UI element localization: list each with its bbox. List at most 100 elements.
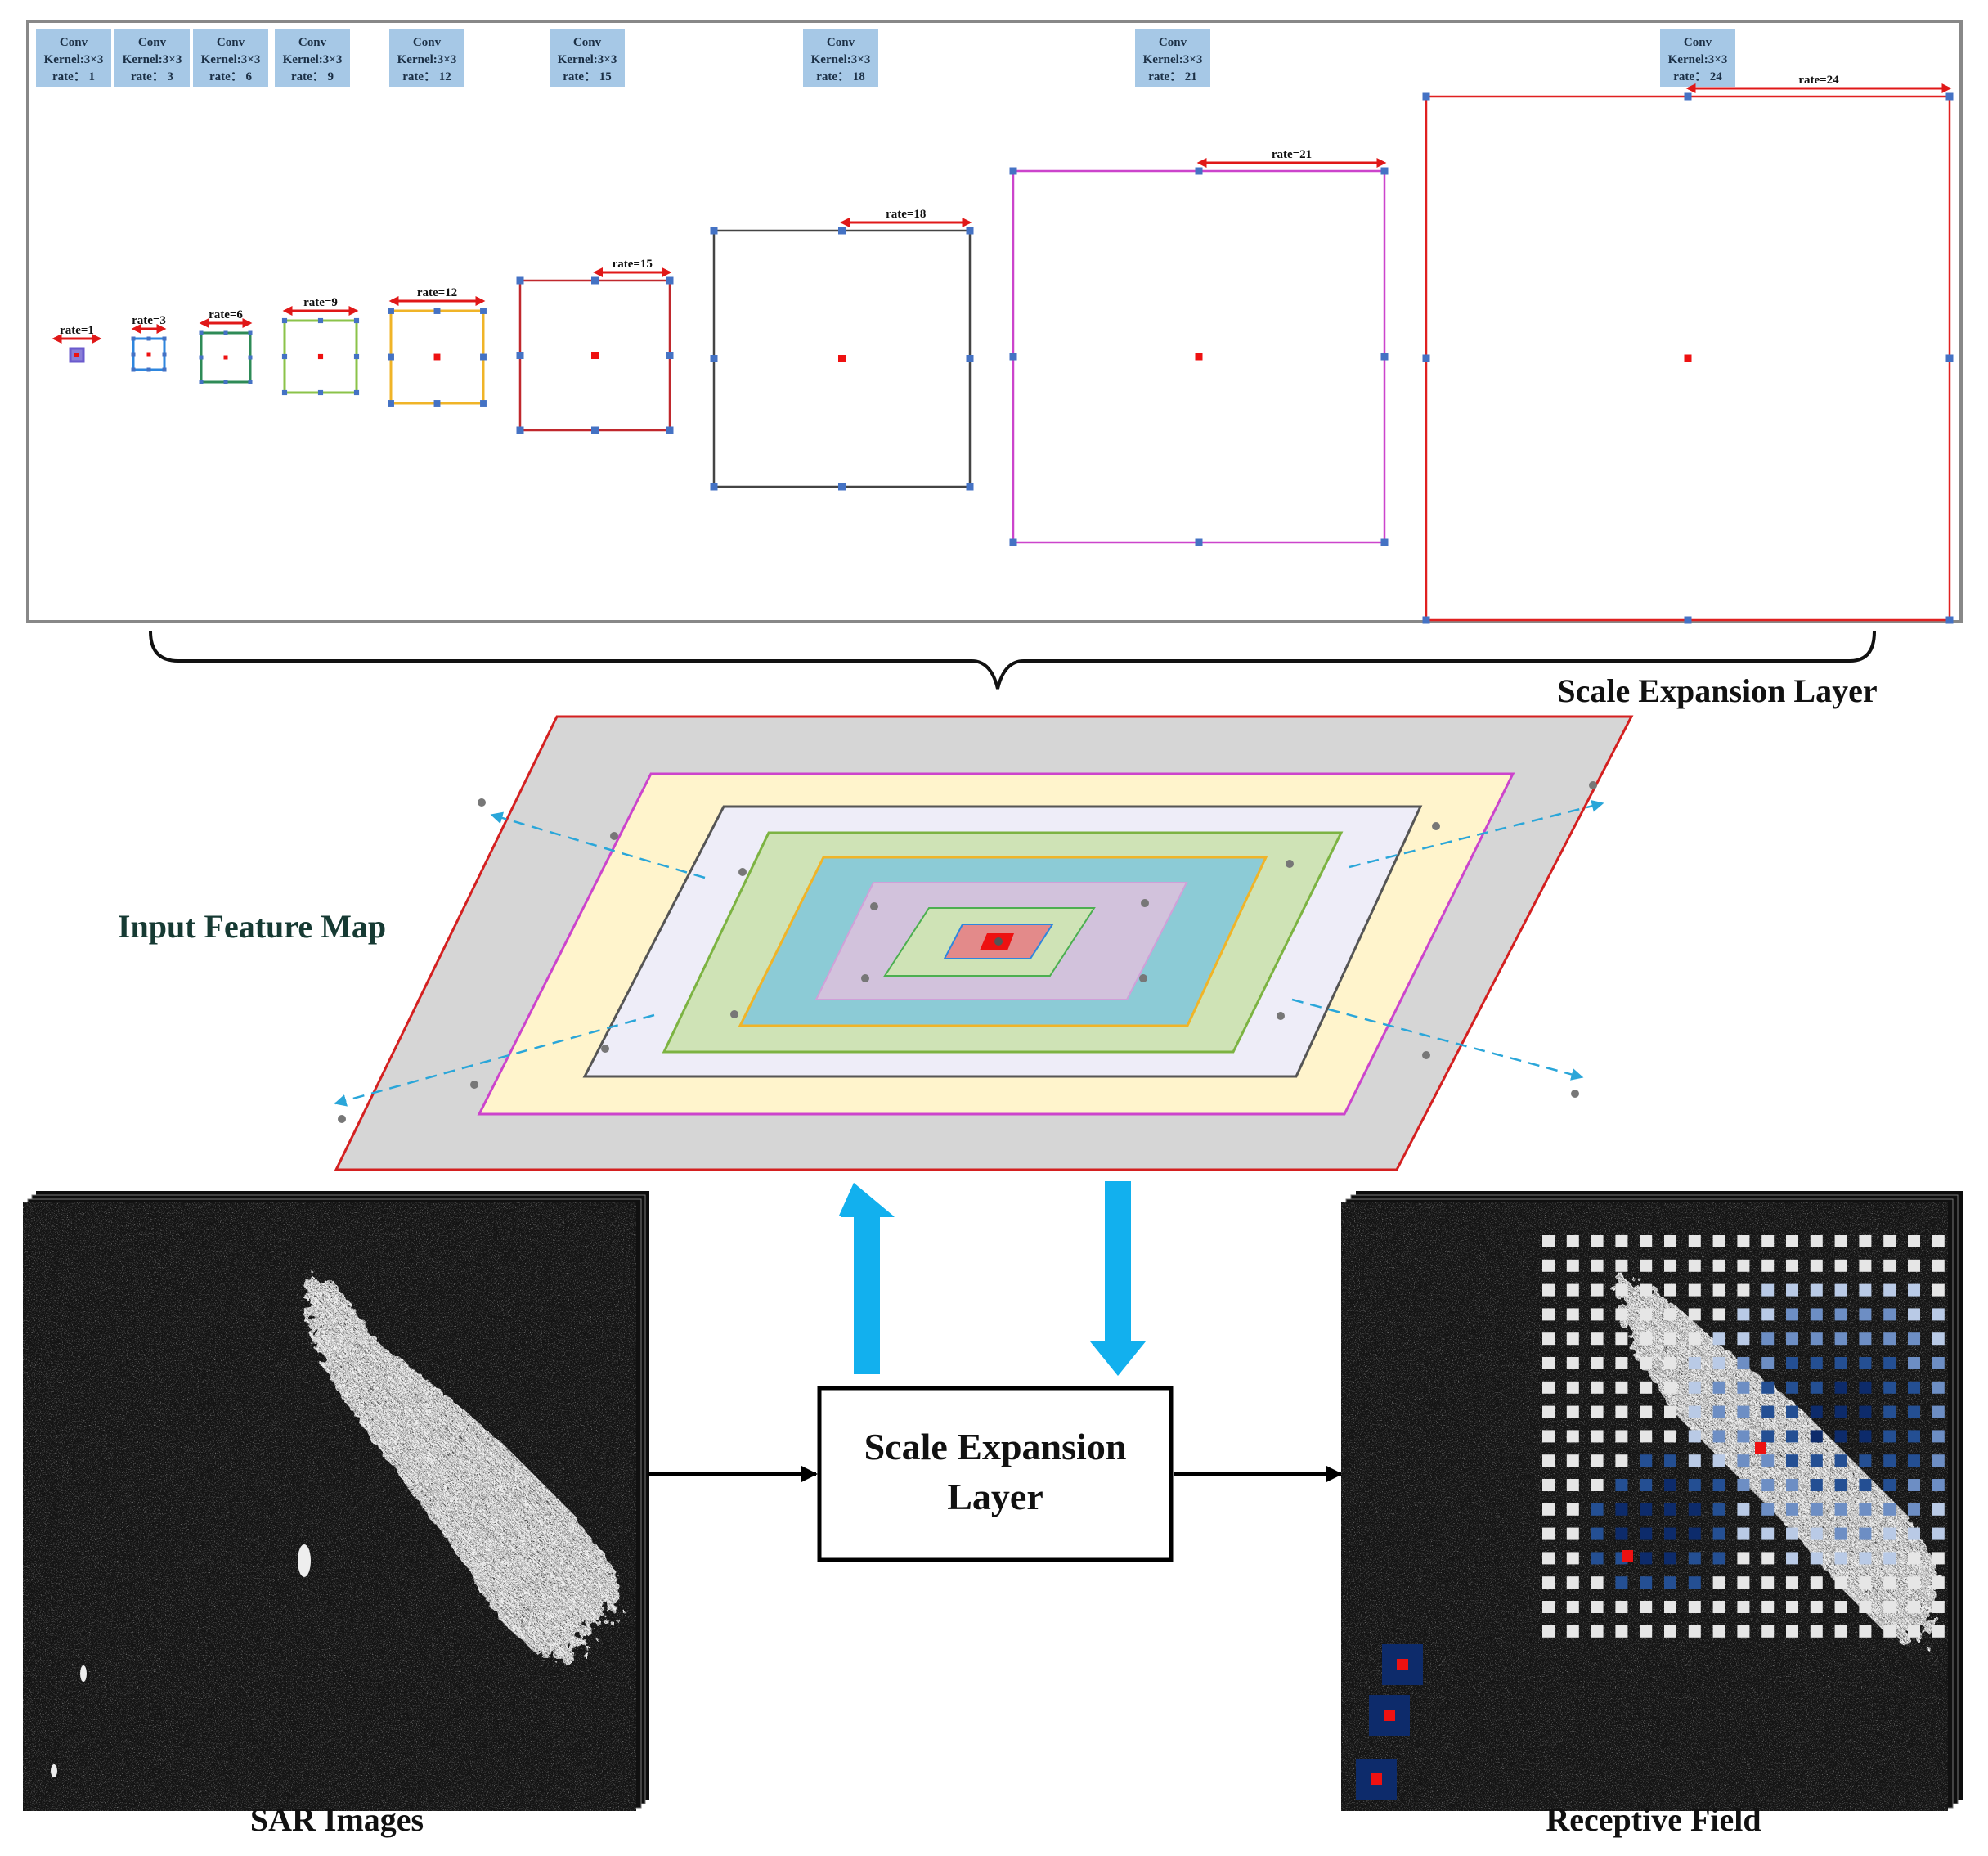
rf-cell	[1591, 1308, 1604, 1321]
sample-point	[199, 355, 204, 360]
rf-cell	[1883, 1601, 1896, 1613]
sample-point	[1195, 538, 1203, 546]
sample-point	[480, 308, 487, 314]
rf-cell	[1810, 1527, 1823, 1540]
rf-cell	[1640, 1332, 1653, 1346]
rf-cell	[1761, 1308, 1775, 1321]
rf-cell	[1786, 1381, 1798, 1394]
sample-point	[433, 308, 441, 314]
sample-point	[281, 317, 288, 324]
rf-cell	[1712, 1601, 1725, 1613]
rate-label: rate=6	[209, 308, 243, 321]
rf-cell	[1810, 1625, 1823, 1638]
rf-cell	[1615, 1259, 1628, 1272]
rf-cell	[1859, 1381, 1872, 1394]
rf-cell	[1712, 1576, 1725, 1589]
kernel-rate-1: rate=1	[52, 324, 102, 363]
rf-cell	[1712, 1479, 1725, 1491]
rf-cell	[1859, 1625, 1872, 1638]
rf-cell	[1786, 1430, 1798, 1443]
rf-cell	[1883, 1625, 1896, 1638]
rf-cell	[1908, 1601, 1920, 1613]
scale-expansion-layer-label: Scale Expansion Layer	[1557, 672, 1877, 709]
rf-cell	[1542, 1259, 1555, 1272]
rf-cell	[1810, 1601, 1823, 1613]
kernel-rate-4: rate=9	[281, 296, 360, 396]
center-point	[146, 352, 151, 357]
rf-cell	[1737, 1283, 1750, 1297]
rf-cell	[1664, 1381, 1676, 1394]
rf-cell	[1615, 1235, 1628, 1247]
center-point	[994, 937, 1003, 946]
rf-cell	[1737, 1552, 1750, 1565]
kernel-rate-9: rate=24	[1422, 74, 1954, 624]
rf-cell	[1908, 1479, 1920, 1491]
rf-cell	[1810, 1381, 1823, 1394]
conv-kernel: Kernel:3×3	[123, 53, 182, 66]
sample-point	[433, 400, 441, 407]
rf-cell	[1932, 1601, 1945, 1613]
sample-point	[1422, 92, 1430, 101]
sample-point	[131, 367, 136, 372]
center-point	[317, 353, 324, 360]
rf-cell	[1688, 1381, 1701, 1394]
rf-cell	[1615, 1576, 1628, 1589]
rf-cell	[1834, 1625, 1847, 1638]
rf-cell	[1566, 1235, 1579, 1247]
rf-cell	[1761, 1552, 1775, 1565]
sample-point	[516, 276, 524, 285]
sample-point	[281, 353, 288, 360]
sample-point	[480, 400, 487, 407]
rf-cell	[1688, 1454, 1701, 1467]
rate-label: rate=1	[60, 324, 94, 337]
sample-dot	[1139, 974, 1147, 982]
rf-cell	[1591, 1283, 1604, 1297]
rf-cell	[1810, 1235, 1823, 1247]
rf-cell	[1908, 1357, 1920, 1369]
rf-cell	[1761, 1454, 1775, 1467]
rf-cell	[1591, 1552, 1604, 1565]
sample-point	[199, 330, 204, 335]
rf-cell	[1664, 1235, 1676, 1247]
rf-cell	[1664, 1283, 1676, 1297]
rf-cell	[1932, 1332, 1945, 1346]
sample-point	[710, 227, 718, 235]
sar-ship-target	[304, 1276, 622, 1661]
sample-point	[966, 355, 974, 362]
sample-dot	[601, 1045, 609, 1053]
rf-cell	[1591, 1381, 1604, 1394]
rf-cell	[1810, 1454, 1823, 1467]
sample-point	[162, 367, 167, 372]
rf-cell	[1712, 1308, 1725, 1321]
sample-dot	[478, 798, 486, 807]
sample-point	[666, 352, 674, 359]
rf-cell	[1737, 1527, 1750, 1540]
rf-cell	[1640, 1479, 1653, 1491]
rf-cell	[1688, 1405, 1701, 1418]
rf-cell	[1761, 1625, 1775, 1638]
rf-cell	[1664, 1601, 1676, 1613]
rf-cell	[1566, 1283, 1579, 1297]
rf-cell	[1908, 1405, 1920, 1418]
rf-cell	[1591, 1454, 1604, 1467]
conv-kernel: Kernel:3×3	[283, 53, 343, 66]
rf-cell	[1932, 1235, 1945, 1247]
rf-cell	[1810, 1430, 1823, 1443]
rf-cell	[1664, 1357, 1676, 1369]
rf-cell	[1566, 1405, 1579, 1418]
sample-point	[1009, 353, 1017, 361]
receptive-field-stack	[1341, 1191, 1963, 1811]
rf-cell	[1810, 1259, 1823, 1272]
rf-cell	[1834, 1601, 1847, 1613]
rf-cell	[1615, 1430, 1628, 1443]
process-box-line2: Layer	[947, 1476, 1043, 1517]
sample-dot	[1286, 860, 1294, 868]
rf-center-point	[1755, 1442, 1766, 1454]
rf-cell	[1932, 1454, 1945, 1467]
rf-cell	[1908, 1454, 1920, 1467]
rf-cell	[1786, 1259, 1798, 1272]
rf-cell	[1761, 1576, 1775, 1589]
